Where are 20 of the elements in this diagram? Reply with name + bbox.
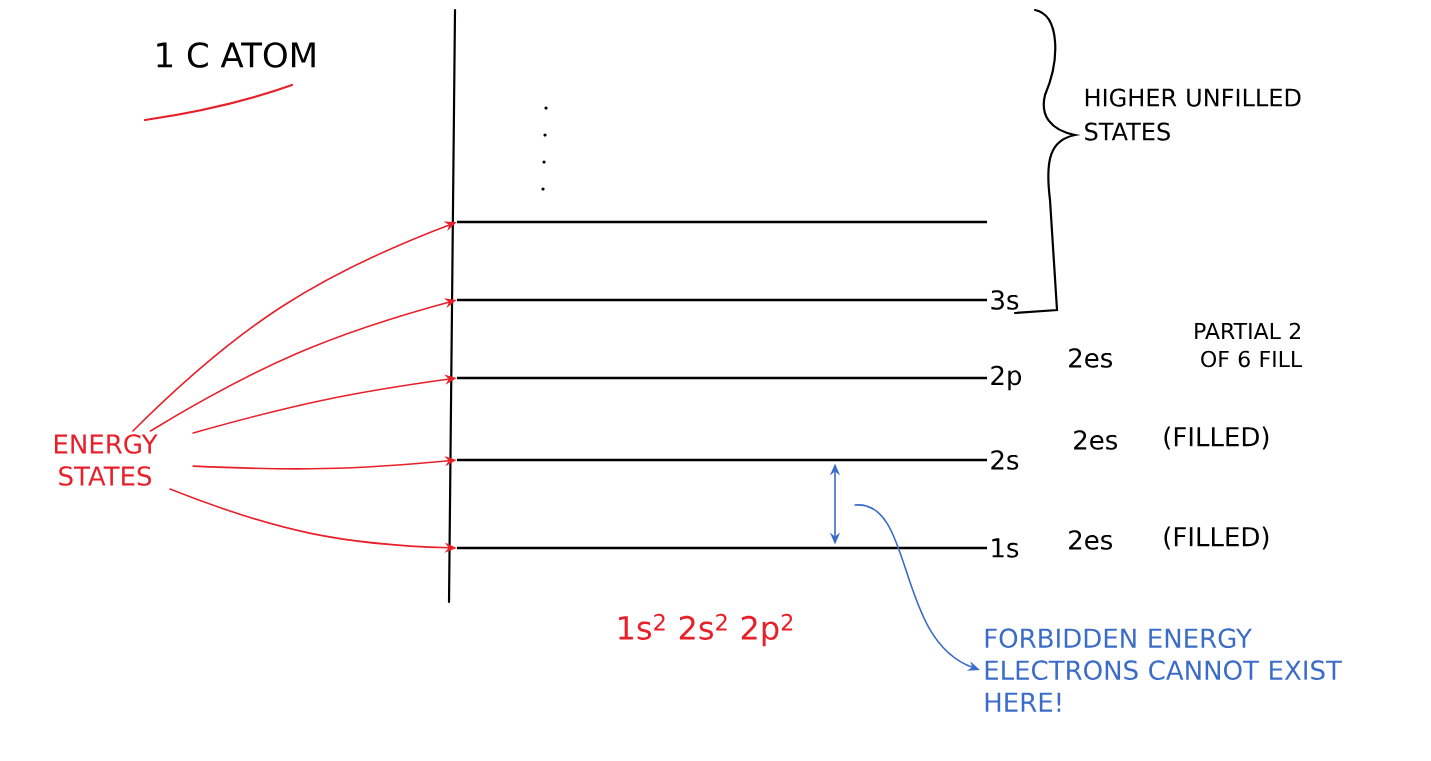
fill-note: PARTIAL 2 OF 6 FILL xyxy=(1195,322,1303,368)
annotation-text: ENERGY STATES xyxy=(55,434,158,486)
electron-count: 2es xyxy=(1069,530,1112,550)
electron-count: 2es xyxy=(1069,348,1112,368)
annotation-text: HIGHER UNFILLED STATES xyxy=(1085,88,1301,141)
energy-level: 2s xyxy=(457,450,1019,470)
energy-level xyxy=(457,220,987,224)
node-label: 3s xyxy=(991,290,1019,310)
energy-level: 2p xyxy=(457,365,1022,391)
node-label: 2p xyxy=(991,365,1022,391)
node-label: 1s xyxy=(992,538,1019,558)
fill-note: (FILLED) xyxy=(1164,526,1269,550)
title: 1 C ATOM xyxy=(157,42,315,68)
energy-level: 3s xyxy=(457,290,1019,310)
fill-note: (FILLED) xyxy=(1164,426,1269,450)
electron-configuration: 1s$^{2}$ 2s$^{2}$ 2p$^{2}$ xyxy=(619,613,793,647)
annotation-text: FORBIDDEN ENERGY ELECTRONS CANNOT EXIST HERE! xyxy=(985,628,1342,712)
electron-count: 2es xyxy=(1074,430,1117,450)
energy-level: 1s xyxy=(457,538,1019,558)
node-label: 2s xyxy=(991,450,1019,470)
